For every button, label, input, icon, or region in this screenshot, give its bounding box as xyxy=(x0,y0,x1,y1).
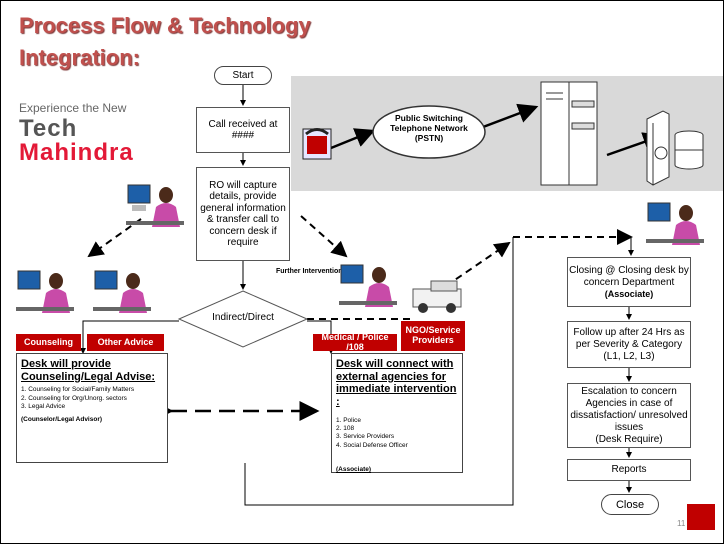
list-item: 2. 108 xyxy=(336,425,355,432)
logo-tagline: Experience the New xyxy=(19,101,127,115)
followup-box: Follow up after 24 Hrs as per Severity &… xyxy=(567,321,691,368)
call-received-box: Call received at #### xyxy=(196,107,290,153)
logo-tech: Tech xyxy=(19,115,78,142)
operator-icon xyxy=(126,184,184,227)
ro-capture-box: RO will capture details, provide general… xyxy=(196,167,290,261)
desk-external-list: 1. Police 2. 108 3. Service Providers 4.… xyxy=(336,417,458,451)
vehicle-icon xyxy=(412,280,462,313)
desk-counseling: Desk will provide Counseling/Legal Advis… xyxy=(16,353,168,463)
start-node: Start xyxy=(214,66,272,85)
closing-text: Closing @ Closing desk by concern Depart… xyxy=(569,264,689,288)
decision-diamond xyxy=(177,290,309,348)
label-other-advice: Other Advice xyxy=(87,334,164,351)
list-item: 4. Social Defense Officer xyxy=(336,441,408,449)
close-node: Close xyxy=(601,494,659,515)
medical-desk-icon xyxy=(339,264,397,307)
arrow-phone-pstn xyxy=(330,128,376,150)
desk-external-heading: Desk will connect with external agencies… xyxy=(336,358,457,408)
closing-desk-icon xyxy=(646,202,704,245)
reports-box: Reports xyxy=(567,459,691,481)
escalation-sub: (Desk Require) xyxy=(595,433,663,445)
escalation-text: Escalation to concern Agencies in case o… xyxy=(570,385,688,433)
title-line-1: Process Flow & Technology xyxy=(19,13,311,38)
advisor-icon xyxy=(93,270,151,313)
escalation-box: Escalation to concern Agencies in case o… xyxy=(567,383,691,448)
dash-to-counseling xyxy=(87,218,142,258)
pstn-label: Public Switching Telephone Network (PSTN… xyxy=(390,113,468,144)
loop-line xyxy=(244,237,514,506)
arrow-pstn-switch xyxy=(482,103,539,129)
list-item: 3. Service Providers xyxy=(336,433,395,441)
logo-mahindra: Mahindra xyxy=(19,139,134,166)
list-item: 3. Legal Advice xyxy=(21,403,66,411)
desk-counseling-heading: Desk will provide Counseling/Legal Advis… xyxy=(21,358,156,383)
desk-external-footer: (Associate) xyxy=(336,466,372,474)
switch-cabinet-icon xyxy=(540,81,598,186)
label-ngo: NGO/Service Providers xyxy=(401,321,465,351)
closing-role: (Associate) xyxy=(604,288,654,299)
label-medical: Medical / Police /108 xyxy=(313,332,397,351)
desk-external: Desk will connect with external agencies… xyxy=(331,353,463,473)
branch-left xyxy=(80,320,179,354)
decision-label: Indirect/Direct xyxy=(212,312,274,323)
desk-counseling-list: 1. Counseling for Social/Family Matters … xyxy=(21,386,163,411)
corner-square xyxy=(687,504,715,530)
dash-to-medical xyxy=(300,215,348,258)
further-intervention-label: Further Intervention xyxy=(276,268,343,275)
database-icon xyxy=(674,130,704,170)
telephone-icon xyxy=(302,128,332,160)
label-counseling: Counseling xyxy=(16,334,81,351)
closing-box: Closing @ Closing desk by concern Depart… xyxy=(567,257,691,307)
dash-to-right-flow xyxy=(445,241,511,287)
list-item: 1. Counseling for Social/Family Matters xyxy=(21,386,135,394)
desk-counseling-footer: (Counselor/Legal Advisor) xyxy=(21,415,103,423)
list-item: 1. Police xyxy=(336,416,361,424)
page-number: 11 xyxy=(677,519,686,528)
list-item: 2. Counseling for Org/Unorg. sectors xyxy=(21,394,127,402)
server-icon xyxy=(646,110,670,186)
title-line-2: Integration: xyxy=(19,45,140,70)
counselor-icon xyxy=(16,270,74,313)
pstn-cloud xyxy=(372,105,486,159)
